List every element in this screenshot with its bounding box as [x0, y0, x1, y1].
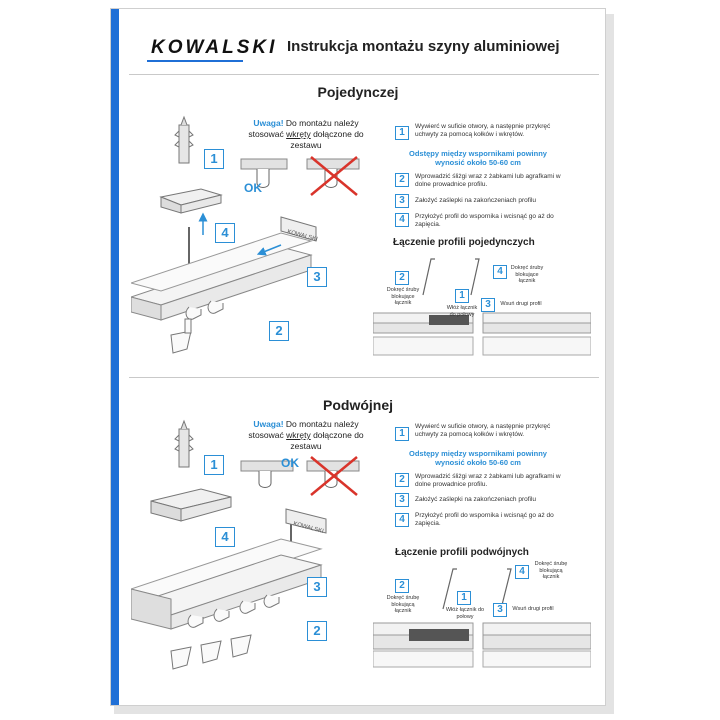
joining-text: Włóż łącznik do połowy	[445, 305, 479, 318]
joining-text: Dokręć śruby blokujące łącznik	[385, 287, 421, 307]
spacing-note: Odstępy między wspornikami powinny wynos…	[403, 149, 553, 167]
joining-title-double: Łączenie profili podwójnych	[395, 547, 529, 558]
joining-text: Dokręć śrubę blokującą łącznik	[531, 561, 571, 581]
illus-step-4: 4	[215, 527, 235, 547]
logo-underline	[147, 60, 243, 62]
step-number: 1	[395, 126, 409, 140]
bracket-icon	[161, 189, 221, 213]
illus-step-3: 3	[307, 267, 327, 287]
illus-step-2: 2	[307, 621, 327, 641]
screw-warning: Uwaga! Do montażu należy stosować wkręty…	[246, 118, 366, 151]
illus-step-1: 1	[204, 455, 224, 475]
illus-step-4: 4	[215, 223, 235, 243]
connector-icon	[409, 629, 469, 641]
joining-step-4: 4	[515, 565, 529, 579]
blue-edge-bar	[111, 9, 119, 705]
step-number: 4	[395, 513, 409, 527]
illus-step-2: 2	[269, 321, 289, 341]
brand-logo: KOWALSKI	[151, 37, 277, 59]
bracket-icon	[151, 489, 231, 521]
joining-text: Włóż łącznik do połowy	[445, 607, 485, 620]
wall-plug-icon	[175, 117, 193, 163]
step-number: 4	[395, 213, 409, 227]
step-text: Wprowadzić śliżgi wraz z żabkami lub agr…	[415, 173, 565, 189]
step-text: Wywierć w suficie otwory, a następnie pr…	[415, 423, 565, 439]
joining-step-1: 1	[455, 289, 469, 303]
illus-step-1: 1	[204, 149, 224, 169]
step-text: Przyłożyć profil do wspornika i wcisnąć …	[415, 213, 565, 229]
step-number: 1	[395, 427, 409, 441]
section-title-double: Podwójnej	[111, 397, 605, 413]
joining-step-2: 2	[395, 579, 409, 593]
warning-link: wkręty	[286, 430, 311, 440]
wall-plug-icon	[175, 421, 193, 467]
joining-text: Wsuń drugi profil	[499, 301, 543, 308]
header-divider	[129, 74, 599, 75]
warning-link: wkręty	[286, 129, 311, 139]
step-text: Założyć zaślepki na zakończeniach profil…	[415, 496, 565, 504]
step-number: 2	[395, 173, 409, 187]
section-title-single: Pojedynczej	[111, 84, 605, 100]
joining-step-2: 2	[395, 271, 409, 285]
step-text: Wprowadzić śliżgi wraz z żabkami lub agr…	[415, 473, 565, 489]
step-text: Wywierć w suficie otwory, a następnie pr…	[415, 123, 565, 139]
illus-step-3: 3	[307, 577, 327, 597]
screw-warning: Uwaga! Do montażu należy stosować wkręty…	[246, 419, 366, 452]
spacing-note: Odstępy między wspornikami powinny wynos…	[403, 449, 553, 467]
section-divider	[129, 377, 599, 378]
step-number: 3	[395, 493, 409, 507]
instruction-sheet: KOWALSKI Instrukcja montażu szyny alumin…	[110, 8, 606, 706]
joining-step-1: 1	[457, 591, 471, 605]
step-number: 3	[395, 194, 409, 208]
step-number: 2	[395, 473, 409, 487]
document-title: Instrukcja montażu szyny aluminiowej	[287, 38, 560, 55]
hex-key-icon	[443, 569, 457, 609]
step-text: Przyłożyć profil do wspornika i wcisnąć …	[415, 512, 565, 528]
joining-step-3: 3	[493, 603, 507, 617]
ok-label: OK	[244, 181, 262, 195]
joining-title-single: Łączenie profili pojedynczych	[393, 237, 535, 248]
warning-label: Uwaga!	[253, 419, 283, 429]
joining-text: Wsuń drugi profil	[511, 606, 555, 613]
hex-key-icon	[423, 259, 435, 295]
correct-incorrect-mounting	[237, 455, 367, 499]
joining-text: Dokręć śruby blokujące łącznik	[509, 265, 545, 285]
ok-label: OK	[281, 456, 299, 470]
warning-label: Uwaga!	[253, 118, 283, 128]
joining-step-4: 4	[493, 265, 507, 279]
joining-step-3: 3	[481, 298, 495, 312]
joining-text: Dokręć śrubę blokującą łącznik	[385, 595, 421, 615]
step-text: Założyć zaślepki na zakończeniach profil…	[415, 197, 565, 205]
